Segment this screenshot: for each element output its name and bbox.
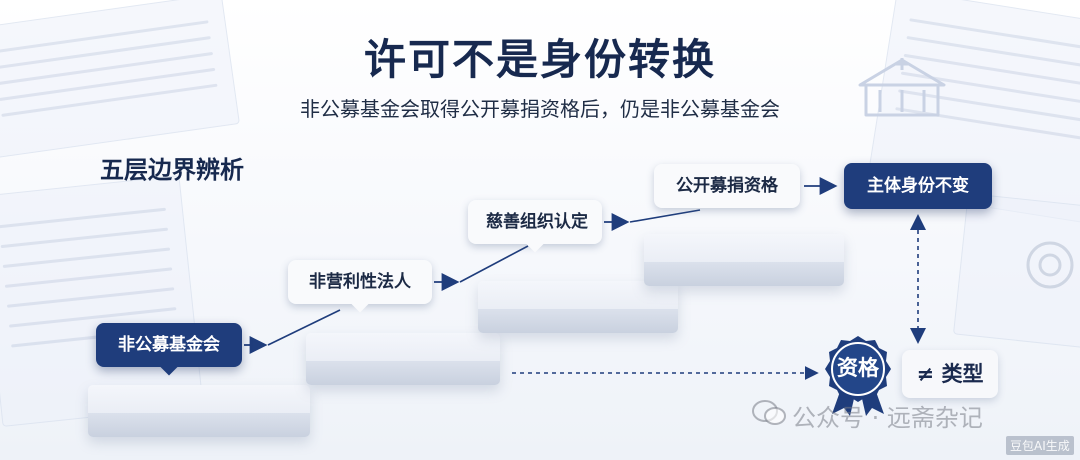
connector-step3-step4 xyxy=(629,209,701,223)
building-icon xyxy=(858,58,946,117)
step-label-2: 非营利性法人 xyxy=(288,260,432,313)
connector-step2-step3 xyxy=(459,245,529,283)
page-subtitle: 非公募基金会取得公开募捐资格后，仍是非公募基金会 xyxy=(300,97,780,121)
ai-generated-mark: 豆包AI生成 xyxy=(1006,436,1074,455)
step-label-1: 非公募基金会 xyxy=(96,323,242,376)
seal-label: 资格 xyxy=(837,356,879,380)
step-label-4: 公开募捐资格 xyxy=(654,164,800,208)
certificate-icon xyxy=(1026,241,1074,289)
watermark: 公众号 · 远斋杂记 xyxy=(792,404,983,432)
connector-step1-step2 xyxy=(267,309,341,346)
page-title: 许可不是身份转换 xyxy=(363,35,716,84)
stair-step-1 xyxy=(88,385,310,437)
seal-badge-icon xyxy=(825,336,891,416)
section-label: 五层边界辨析 xyxy=(100,156,244,184)
stair-step-4 xyxy=(644,234,844,286)
stair-step-3 xyxy=(478,281,678,333)
not-equal-type-label: ≠ 类型 xyxy=(902,350,998,398)
stair-step-2 xyxy=(306,333,500,385)
step-label-3: 慈善组织认定 xyxy=(468,200,602,253)
wechat-icon xyxy=(752,400,786,425)
result-label: 主体身份不变 xyxy=(844,163,992,209)
